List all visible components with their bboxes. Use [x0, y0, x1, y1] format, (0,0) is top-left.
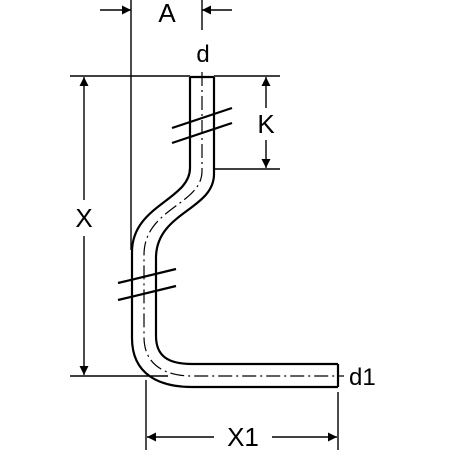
- dim-x-label: X: [75, 203, 92, 233]
- break-marks-upper: [171, 106, 233, 145]
- dim-d-label: d: [196, 41, 209, 68]
- dimension-x1: X1: [145, 380, 339, 450]
- break-marks-lower: [117, 267, 177, 302]
- dimension-a: A: [100, 0, 232, 250]
- dimension-x: X: [70, 75, 190, 377]
- break-line-lower-1: [117, 267, 177, 285]
- break-line-upper-2: [171, 121, 233, 145]
- dimension-k: K: [214, 75, 280, 170]
- pipe-outer-wall: [130, 77, 338, 389]
- break-line-upper-1: [171, 106, 233, 130]
- break-line-lower-2: [117, 284, 177, 302]
- pipe-inner-wall: [154, 77, 338, 366]
- dim-d1-label: d1: [349, 364, 376, 391]
- dim-k-label: K: [257, 109, 275, 139]
- dim-a-label: A: [158, 0, 176, 28]
- dim-x1-label: X1: [227, 422, 259, 450]
- pipe-centerline: [143, 72, 344, 377]
- pipe: [130, 72, 344, 389]
